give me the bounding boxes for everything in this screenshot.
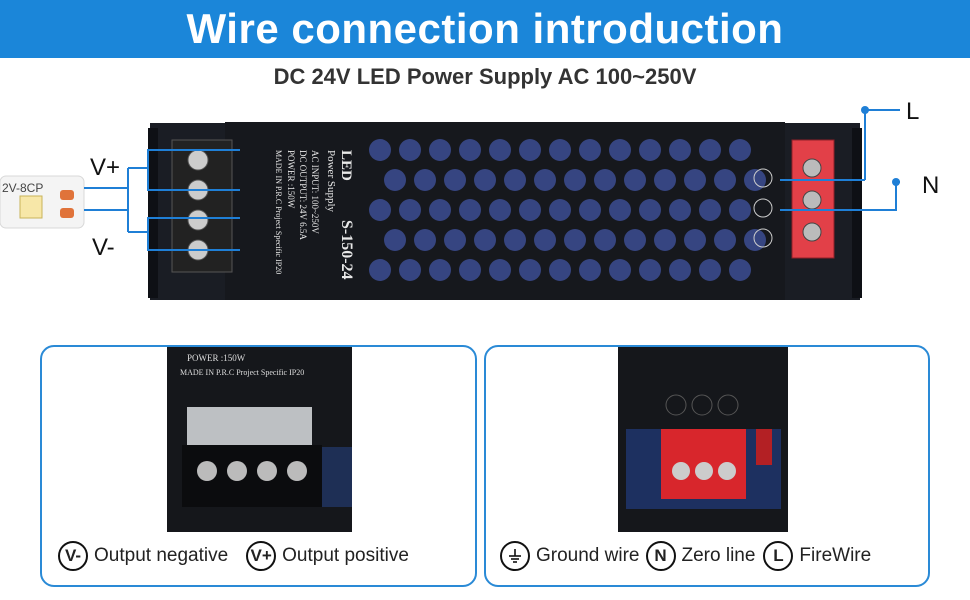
input-terminal-panel: Ground wire N Zero line L FireWire	[484, 345, 930, 587]
input-terminal-photo	[618, 347, 788, 532]
page-title: Wire connection introduction	[0, 0, 970, 58]
power-supply-diagram: 2V-8CP LED Power Supply S-150-24 AC INPU…	[0, 106, 900, 300]
legend-ground-text: Ground wire	[536, 545, 640, 566]
output-terminal-photo: POWER :150W MADE IN P.R.C Project Specif…	[167, 347, 352, 532]
svg-text:DC OUTPUT: 24V 6.5A: DC OUTPUT: 24V 6.5A	[298, 150, 308, 240]
page-subtitle: DC 24V LED Power Supply AC 100~250V	[273, 64, 697, 89]
neutral-label: N	[922, 172, 940, 199]
legend-line: L FireWire	[763, 541, 871, 571]
svg-text:MADE IN P.R.C Project Specifi: MADE IN P.R.C Project Specific IP20	[180, 368, 304, 377]
v-minus-label: V-	[92, 234, 115, 261]
legend-line-text: FireWire	[799, 545, 872, 566]
svg-text:AC INPUT: 100~250V: AC INPUT: 100~250V	[310, 150, 320, 234]
svg-text:LED: LED	[338, 150, 354, 181]
line-icon: L	[763, 541, 794, 571]
svg-text:POWER :150W: POWER :150W	[286, 150, 296, 209]
ground-icon	[500, 541, 530, 571]
legend-neutral: N Zero line	[645, 541, 756, 571]
strip-label: 2V-8CP	[2, 181, 43, 195]
input-terminal-block	[753, 139, 835, 259]
v-plus-label: V+	[90, 154, 121, 181]
legend-v-minus: V- Output negative	[58, 541, 228, 571]
legend-ground: Ground wire	[500, 541, 640, 571]
neutral-icon: N	[645, 541, 676, 571]
vent-grid	[369, 139, 766, 281]
output-terminal-panel: POWER :150W MADE IN P.R.C Project Specif…	[40, 345, 477, 587]
output-legend: V- Output negative V+ Output positive	[58, 539, 427, 573]
legend-neutral-text: Zero line	[681, 545, 756, 566]
input-legend: Ground wire N Zero line L FireWire	[500, 539, 889, 573]
legend-v-plus: V+ Output positive	[246, 541, 409, 571]
line-label: L	[906, 98, 920, 125]
led-strip: 2V-8CP	[0, 175, 85, 229]
svg-text:MADE IN P.R.C Project Specifi: MADE IN P.R.C Project Specific IP20	[274, 150, 283, 274]
legend-v-minus-text: Output negative	[94, 545, 229, 566]
svg-text:S-150-24: S-150-24	[338, 220, 355, 280]
svg-text:POWER :150W: POWER :150W	[187, 353, 246, 363]
unit-label: LED Power Supply S-150-24 AC INPUT: 100~…	[274, 150, 355, 280]
v-minus-icon: V-	[58, 541, 88, 571]
v-plus-icon: V+	[246, 541, 277, 571]
svg-text:Power Supply: Power Supply	[325, 150, 337, 213]
legend-v-plus-text: Output positive	[282, 545, 409, 566]
output-terminal-block	[171, 139, 233, 273]
